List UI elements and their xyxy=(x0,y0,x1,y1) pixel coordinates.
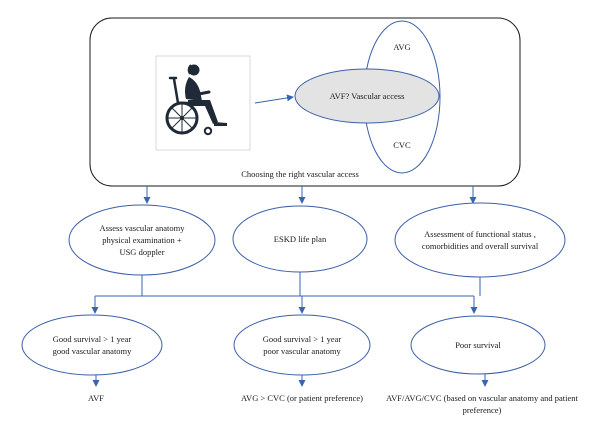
scenario-node-1: Good survival > 1 year good vascular ana… xyxy=(21,314,163,376)
scenario-3-line-1: Poor survival xyxy=(455,340,501,350)
scenario-1-line-1: Good survival > 1 year xyxy=(53,334,132,344)
cvc-label: CVC xyxy=(393,140,411,150)
scenario-2-line-1: Good survival > 1 year xyxy=(263,334,342,344)
assessment-1-line-3: USG doppler xyxy=(119,247,164,257)
assessment-node-2: ESKD life plan xyxy=(232,205,368,273)
outcome-2-label: AVG > CVC (or patient preference) xyxy=(241,393,363,403)
assessment-1-line-1: Assess vascular anatomy xyxy=(100,223,186,233)
assessment-2-line-1: ESKD life plan xyxy=(274,234,327,244)
assessment-3-line-2: comorbidities and overall survival xyxy=(422,241,539,251)
outcome-3-line-1: AVF/AVG/CVC (based on vascular anatomy a… xyxy=(386,393,578,403)
outcome-1-label: AVF xyxy=(88,393,104,403)
avf-access-label: AVF? Vascular access xyxy=(330,91,405,101)
choice-caption: Choosing the right vascular access xyxy=(241,169,359,179)
wheelchair-patient-icon xyxy=(155,55,251,151)
scenario-node-2: Good survival > 1 year poor vascular ana… xyxy=(233,314,371,376)
avg-label: AVG xyxy=(393,42,410,52)
outcome-3-line-2: preference) xyxy=(463,405,502,415)
scenario-2-line-2: poor vascular anatomy xyxy=(263,346,341,356)
scenario-node-3: Poor survival xyxy=(410,315,546,375)
assessment-node-3: Assessment of functional status , comorb… xyxy=(394,202,566,278)
assessment-3-line-1: Assessment of functional status , xyxy=(424,229,536,239)
assessment-node-1: Assess vascular anatomy physical examina… xyxy=(68,204,216,276)
avf-access-ellipse xyxy=(294,68,440,124)
icon-to-access-arrow xyxy=(254,94,294,104)
scenario-1-line-2: good vascular anatomy xyxy=(53,346,133,356)
assessment-1-line-2: physical examination + xyxy=(102,235,182,245)
